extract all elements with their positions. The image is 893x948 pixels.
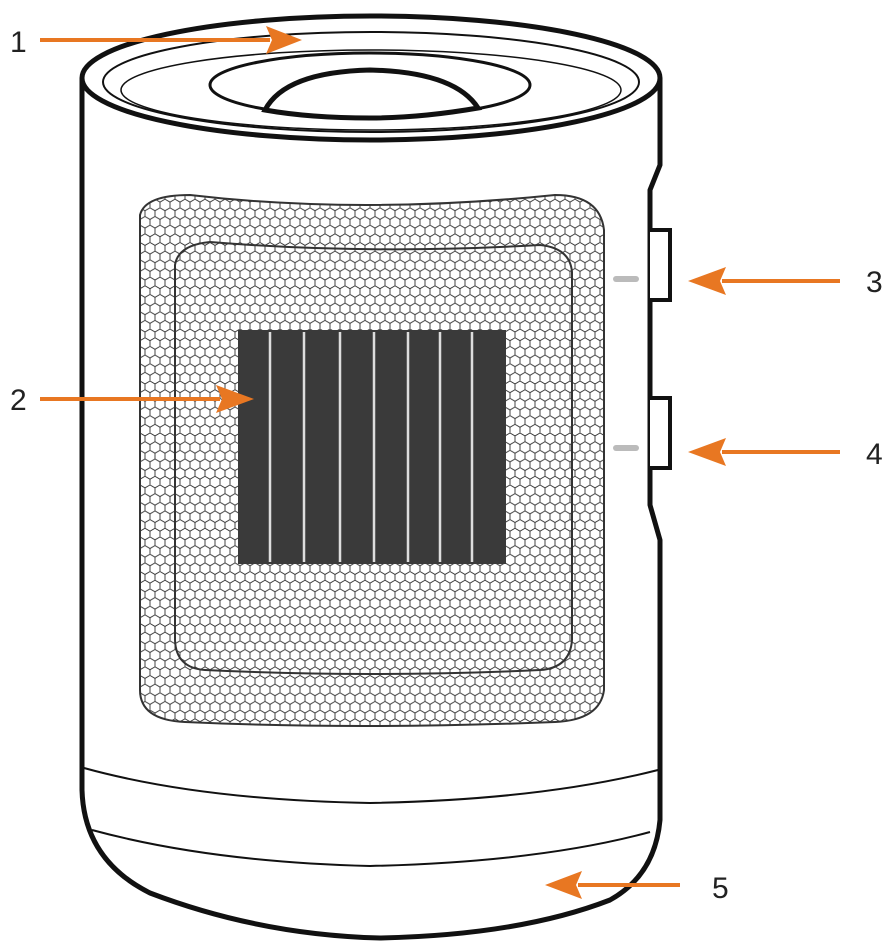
callout-2: 2	[10, 384, 254, 417]
callout-5: 5	[545, 871, 729, 905]
grille-inner-frame	[174, 240, 573, 675]
callout-4-arrow-icon	[688, 438, 726, 466]
callouts: 1 2 3 4 5	[10, 26, 883, 905]
switch-indicator-lower	[613, 445, 639, 451]
callout-2-number: 2	[10, 384, 27, 417]
callout-5-number: 5	[712, 872, 729, 905]
switch-indicator-upper	[613, 276, 639, 282]
heating-element-body	[238, 330, 506, 564]
callout-3-number: 3	[866, 266, 883, 299]
callout-1: 1	[10, 26, 302, 59]
switch-lower	[650, 396, 672, 470]
callout-4: 4	[688, 438, 883, 471]
handle-opening-inner	[261, 67, 483, 121]
top-rim-inner	[102, 31, 640, 133]
switch-upper	[650, 228, 672, 302]
callout-4-number: 4	[866, 438, 883, 471]
callout-1-number: 1	[10, 26, 27, 59]
callout-3: 3	[688, 266, 883, 299]
heating-element	[238, 330, 506, 564]
callout-1-arrow-icon	[266, 26, 302, 54]
callout-3-arrow-icon	[688, 267, 726, 295]
callout-2-arrow-icon	[216, 385, 254, 413]
base-band-bottom	[91, 829, 651, 868]
callout-5-arrow-icon	[545, 871, 582, 899]
base-band-top	[83, 767, 659, 805]
top-rim-inner-2	[120, 49, 622, 131]
